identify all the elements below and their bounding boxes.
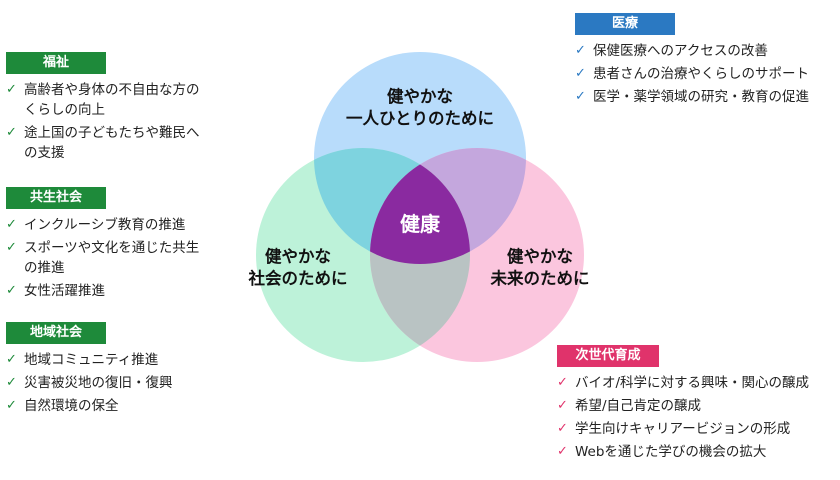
check-icon: ✓ [6,82,17,97]
overlap-center [370,148,470,264]
check-icon: ✓ [557,398,568,413]
list-item-text-cont: の支援 [24,145,65,161]
list-item: ✓ 学生向けキャリアービジョンの形成 [557,419,809,439]
list-item-text: Webを通じた学びの機会の拡大 [575,444,767,460]
check-icon: ✓ [6,125,17,140]
check-icon: ✓ [557,444,568,459]
list-item-text: 学生向けキャリアービジョンの形成 [575,421,791,437]
list-item-text: バイオ/科学に対する興味・関心の醸成 [575,375,810,391]
check-icon: ✓ [6,352,17,367]
list-item-text-cont: の推進 [24,260,65,276]
list-item: ✓ 医学・薬学領域の研究・教育の促進 [575,87,809,107]
check-icon: ✓ [6,240,17,255]
venn-center-label: 健康 [400,212,440,236]
community-tag: 地域社会 [6,322,106,344]
list-item-text: 高齢者や身体の不自由な方の [24,82,200,98]
welfare-tag: 福祉 [6,52,106,74]
list-item-text: 災害被災地の復旧・復興 [24,375,173,391]
list-item: ✓ 地域コミュニティ推進 [6,350,173,370]
list-item: ✓ スポーツや文化を通じた共生 の推進 [6,238,199,278]
check-icon: ✓ [575,89,586,104]
list-item: ✓ 女性活躍推進 [6,281,199,301]
next-gen-tag: 次世代育成 [557,345,659,367]
venn-label-left: 健やかな 社会のために [238,246,358,290]
list-item: ✓ 災害被災地の復旧・復興 [6,373,173,393]
list-item-text: 自然環境の保全 [24,398,119,414]
venn-label-right-line2: 未来のために [490,269,590,288]
community-section: 地域社会 ✓ 地域コミュニティ推進 ✓ 災害被災地の復旧・復興 ✓ 自然環境の保… [6,321,173,419]
list-item-text: インクルーシブ教育の推進 [24,217,186,233]
check-icon: ✓ [557,375,568,390]
list-item: ✓ 途上国の子どもたちや難民へ の支援 [6,123,200,163]
medical-tag: 医療 [575,13,675,35]
check-icon: ✓ [575,66,586,81]
venn-label-top-line1: 健やかな [387,87,453,106]
check-icon: ✓ [6,398,17,413]
list-item-text: 患者さんの治療やくらしのサポート [593,66,809,82]
check-icon: ✓ [6,217,17,232]
list-item-text: スポーツや文化を通じた共生 [24,240,200,256]
list-item-text: 途上国の子どもたちや難民へ [24,125,200,141]
venn-label-right-line1: 健やかな [507,247,573,266]
list-item-text-cont: くらしの向上 [24,102,105,118]
list-item-text: 医学・薬学領域の研究・教育の促進 [593,89,809,105]
venn-label-top-line2: 一人ひとりのために [345,109,494,128]
list-item: ✓ バイオ/科学に対する興味・関心の醸成 [557,373,809,393]
check-icon: ✓ [6,283,17,298]
list-item: ✓ Webを通じた学びの機会の拡大 [557,442,809,462]
check-icon: ✓ [557,421,568,436]
list-item: ✓ インクルーシブ教育の推進 [6,215,199,235]
coexistence-tag: 共生社会 [6,187,106,209]
list-item-text: 希望/自己肯定の醸成 [575,398,702,414]
medical-section: 医療 ✓ 保健医療へのアクセスの改善 ✓ 患者さんの治療やくらしのサポート ✓ … [575,12,809,110]
venn-label-left-line2: 社会のために [248,269,348,288]
list-item: ✓ 希望/自己肯定の醸成 [557,396,809,416]
next-gen-section: 次世代育成 ✓ バイオ/科学に対する興味・関心の醸成 ✓ 希望/自己肯定の醸成 … [557,344,809,465]
venn-label-left-line1: 健やかな [265,247,331,266]
check-icon: ✓ [575,43,586,58]
venn-label-top: 健やかな 一人ひとりのために [320,86,520,130]
welfare-section: 福祉 ✓ 高齢者や身体の不自由な方の くらしの向上 ✓ 途上国の子どもたちや難民… [6,51,200,166]
list-item: ✓ 高齢者や身体の不自由な方の くらしの向上 [6,80,200,120]
list-item: ✓ 患者さんの治療やくらしのサポート [575,64,809,84]
coexistence-section: 共生社会 ✓ インクルーシブ教育の推進 ✓ スポーツや文化を通じた共生 の推進 … [6,186,199,304]
list-item: ✓ 自然環境の保全 [6,396,173,416]
check-icon: ✓ [6,375,17,390]
list-item-text: 女性活躍推進 [24,283,105,299]
venn-label-right: 健やかな 未来のために [478,246,602,290]
list-item: ✓ 保健医療へのアクセスの改善 [575,41,809,61]
list-item-text: 保健医療へのアクセスの改善 [593,43,768,59]
list-item-text: 地域コミュニティ推進 [24,352,159,368]
